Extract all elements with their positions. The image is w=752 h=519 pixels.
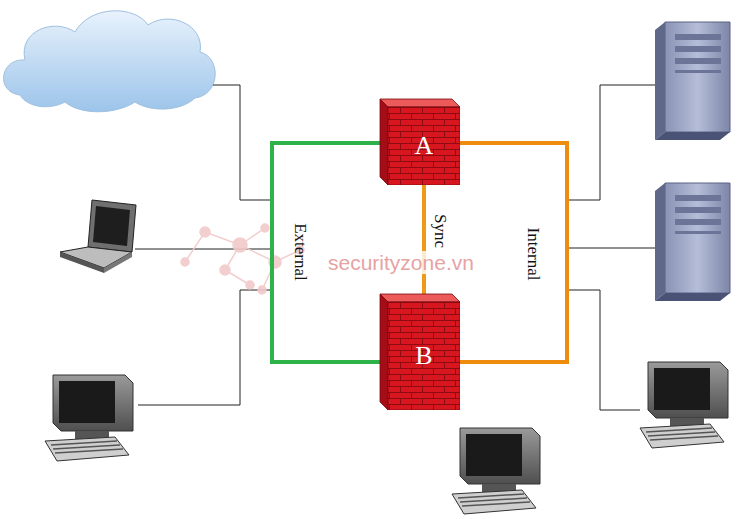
link-label: External: [291, 223, 310, 281]
link-label: Internal: [524, 228, 543, 281]
cloud: [4, 11, 216, 112]
firewall-node: B: [378, 290, 460, 410]
watermark-text: securityzone.vn: [326, 251, 476, 274]
laptop-icon: [60, 200, 136, 273]
network-link: [422, 185, 426, 298]
network-link: [460, 143, 567, 362]
watermark-icon: [181, 224, 304, 294]
firewall-node: A: [378, 95, 460, 185]
link-label: Sync: [431, 214, 450, 248]
device-wires: [135, 85, 655, 410]
firewall-label: A: [415, 133, 434, 159]
firewall-label: B: [415, 343, 432, 369]
